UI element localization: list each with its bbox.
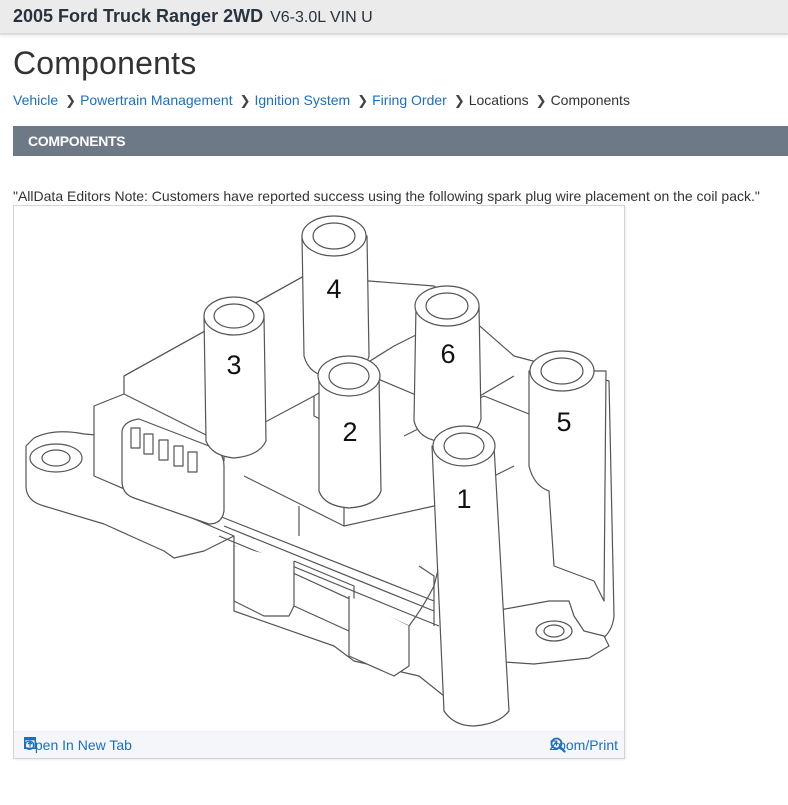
- chevron-right-icon: ❯: [535, 93, 547, 108]
- breadcrumb-ignition-system[interactable]: Ignition System: [254, 92, 351, 108]
- breadcrumb-components: Components: [550, 92, 630, 108]
- tower-label-3: 3: [226, 350, 241, 380]
- chevron-right-icon: ❯: [239, 93, 251, 108]
- vehicle-header-bar: 2005 Ford Truck Ranger 2WD V6-3.0L VIN U: [0, 0, 788, 35]
- tower-label-4: 4: [326, 274, 341, 304]
- chevron-right-icon: ❯: [453, 93, 465, 108]
- open-new-tab-icon: [24, 737, 36, 749]
- coil-tower-6: [413, 285, 482, 443]
- chevron-right-icon: ❯: [357, 93, 369, 108]
- breadcrumb-locations: Locations: [468, 92, 529, 108]
- breadcrumb-firing-order[interactable]: Firing Order: [372, 92, 447, 108]
- tower-label-6: 6: [440, 339, 455, 369]
- chevron-right-icon: ❯: [65, 93, 77, 108]
- open-in-new-tab-label: Open In New Tab: [24, 737, 132, 753]
- coil-pack-figure: 4 3 6 2 5 1 Open In New Tab Zoom/Print: [13, 205, 625, 759]
- figure-footer: Open In New Tab Zoom/Print: [14, 731, 624, 758]
- open-in-new-tab-link[interactable]: Open In New Tab: [24, 737, 132, 753]
- tower-label-1: 1: [456, 484, 471, 514]
- page-title: Components: [13, 45, 197, 81]
- zoom-print-link[interactable]: Zoom/Print: [550, 737, 618, 753]
- section-header: COMPONENTS: [13, 126, 788, 156]
- zoom-print-label: Zoom/Print: [549, 737, 618, 753]
- breadcrumb-powertrain-management[interactable]: Powertrain Management: [80, 92, 233, 108]
- zoom-in-icon: [550, 737, 566, 753]
- breadcrumb: Vehicle❯Powertrain Management❯Ignition S…: [13, 92, 630, 109]
- coil-tower-2: [317, 355, 382, 509]
- coil-tower-1: [431, 425, 510, 727]
- tower-label-2: 2: [342, 417, 357, 447]
- coil-tower-4: [301, 215, 370, 379]
- vehicle-title: 2005 Ford Truck Ranger 2WD V6-3.0L VIN U: [13, 6, 373, 27]
- editors-note: "AllData Editors Note: Customers have re…: [13, 188, 760, 204]
- coil-tower-5: [528, 350, 607, 602]
- section-header-label: COMPONENTS: [28, 133, 126, 149]
- coil-pack-diagram: 4 3 6 2 5 1: [25, 215, 615, 727]
- engine-spec: V6-3.0L VIN U: [270, 9, 373, 26]
- coil-tower-3: [203, 296, 267, 459]
- breadcrumb-vehicle[interactable]: Vehicle: [13, 92, 59, 108]
- vehicle-name: 2005 Ford Truck Ranger 2WD: [13, 6, 264, 26]
- tower-label-5: 5: [556, 407, 571, 437]
